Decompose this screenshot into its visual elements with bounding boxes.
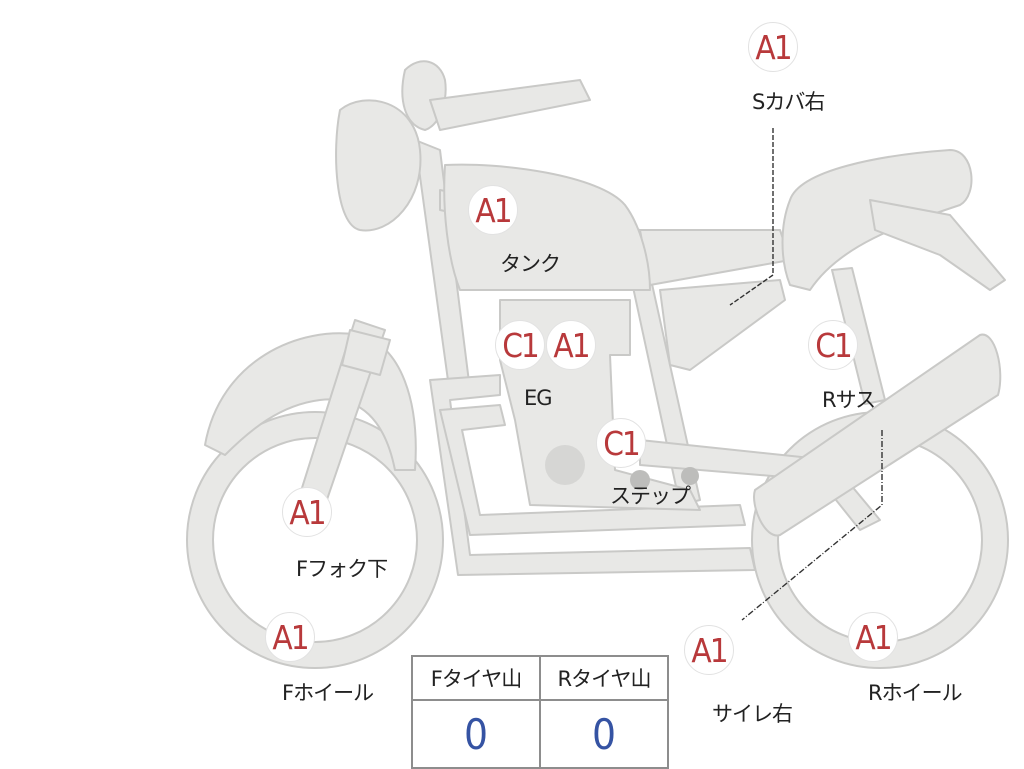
part-label-rear-wheel: Rホイール [868, 681, 963, 705]
muffler [753, 333, 1002, 537]
grade-marker-front-fork-lower: A1 [282, 487, 332, 537]
exhaust-pipe-lower [439, 404, 746, 536]
grade-badge: A1 [282, 487, 332, 537]
grade-marker-rear-wheel: A1 [848, 612, 898, 662]
front-tire-tread-value: 0 [411, 699, 541, 769]
grade-badge: A1 [848, 612, 898, 662]
headlight [335, 99, 422, 232]
leader-line-silencer [741, 430, 883, 621]
engine-cover [545, 445, 585, 485]
grade-badge: A1 [748, 22, 798, 72]
grade-badge: C1 [495, 320, 545, 370]
front-tire-tread-header: Fタイヤ山 [411, 655, 541, 701]
grade-marker-engine-a: A1 [546, 320, 596, 370]
part-label-front-fork-lower: Fフォク下 [296, 557, 388, 581]
grade-marker-step: C1 [596, 418, 646, 468]
leader-line-s-cover [729, 128, 774, 306]
grade-marker-front-wheel: A1 [265, 612, 315, 662]
grade-badge: C1 [808, 320, 858, 370]
tread-header-row: Fタイヤ山 Rタイヤ山 [411, 655, 669, 701]
tail-cowl [869, 199, 1006, 291]
side-cover [659, 279, 786, 371]
footpeg-right [681, 467, 699, 485]
handlebar-bar [429, 79, 591, 131]
exhaust-pipe-upper [429, 374, 756, 576]
part-label-rear-suspension: Rサス [822, 388, 876, 412]
part-label-tank: タンク [500, 252, 561, 276]
tire-tread-table: Fタイヤ山 Rタイヤ山 0 0 [411, 655, 669, 769]
grade-marker-silencer-right: A1 [684, 625, 734, 675]
grade-badge: A1 [265, 612, 315, 662]
rear-frame [639, 229, 791, 286]
grade-badge: A1 [468, 185, 518, 235]
part-label-s-cover-right: Sカバ右 [752, 90, 825, 114]
grade-badge: C1 [596, 418, 646, 468]
grade-marker-engine-c: C1 [495, 320, 545, 370]
grade-marker-rear-suspension: C1 [808, 320, 858, 370]
grade-badge: A1 [684, 625, 734, 675]
grade-marker-s-cover-right: A1 [748, 22, 798, 72]
grade-badge: A1 [546, 320, 596, 370]
footpeg-left [630, 470, 650, 490]
grade-marker-tank: A1 [468, 185, 518, 235]
fork-boot [341, 329, 391, 376]
tread-value-row: 0 0 [411, 699, 669, 769]
rear-tire-tread-value: 0 [539, 699, 669, 769]
rear-tire-tread-header: Rタイヤ山 [539, 655, 669, 701]
part-label-step: ステップ [610, 484, 691, 508]
front-wheel-tire-fill [188, 413, 442, 667]
part-label-engine: EG [524, 386, 553, 410]
part-label-front-wheel: Fホイール [282, 681, 374, 705]
part-label-silencer-right: サイレ右 [712, 702, 793, 726]
